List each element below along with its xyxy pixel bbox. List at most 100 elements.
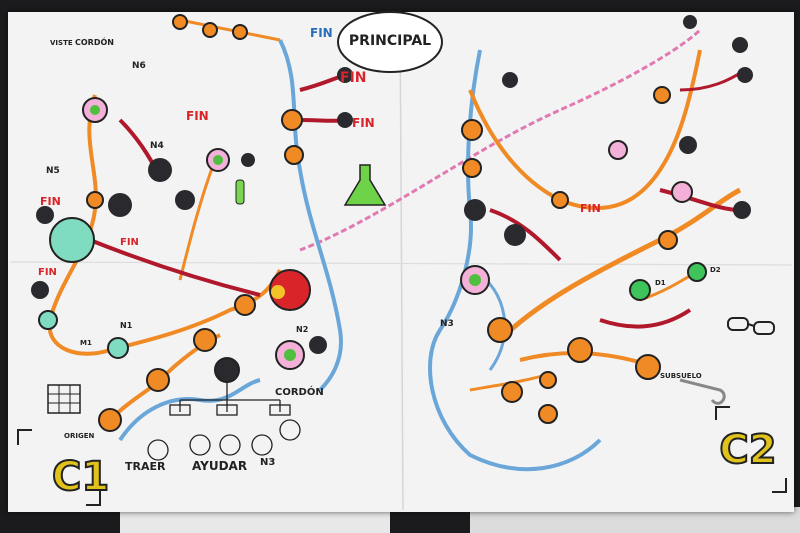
x-node <box>309 336 327 354</box>
red-route <box>679 68 746 92</box>
skull-node <box>31 281 49 299</box>
flask-icon <box>343 164 387 206</box>
d2-label: D2 <box>710 266 721 274</box>
n3-label: N3 <box>260 457 275 468</box>
fin-label: FIN <box>340 70 367 86</box>
question-node <box>284 145 304 165</box>
dark-nodes <box>31 15 753 383</box>
question-node <box>202 22 218 38</box>
pink-node <box>671 181 693 203</box>
pink-node <box>608 140 628 160</box>
question-node <box>461 119 483 141</box>
ayudar-label: AYUDAR <box>192 459 247 473</box>
red-route <box>89 238 261 297</box>
n2-label: N2 <box>296 325 308 334</box>
test-tube-icon <box>235 179 245 205</box>
question-node <box>462 158 482 178</box>
skull-node <box>337 112 353 128</box>
principal-bubble <box>337 11 443 73</box>
skull-node <box>683 15 697 29</box>
green-node-center <box>90 105 100 115</box>
green-node-center <box>213 155 223 165</box>
fin-label: FIN <box>186 109 209 123</box>
question-node <box>98 408 122 432</box>
question-node <box>551 191 569 209</box>
orange-route <box>178 159 217 281</box>
traer-label: TRAER <box>125 460 166 473</box>
question-node <box>146 368 170 392</box>
start-node <box>269 269 311 311</box>
fin-label: FIN <box>40 195 61 208</box>
green-node <box>629 279 651 301</box>
question-node <box>86 191 104 209</box>
corner-bracket <box>715 406 730 420</box>
fold-line <box>399 13 404 511</box>
question-node <box>538 404 558 424</box>
question-node <box>487 317 513 343</box>
question-nodes <box>86 14 678 432</box>
n5-label: N5 <box>46 166 60 176</box>
fin-label: FIN <box>310 26 333 40</box>
skull-node <box>502 72 518 88</box>
question-node <box>234 294 256 316</box>
n6-label: N6 <box>132 61 146 71</box>
origen-label: ORIGEN <box>64 432 94 440</box>
corner-bracket <box>772 478 787 493</box>
skull-node <box>241 153 255 167</box>
check-node <box>214 357 240 383</box>
fin-labels: FIN FIN FIN FIN FIN FIN FIN FIN <box>38 26 601 278</box>
n3-right-label: N3 <box>440 319 454 329</box>
skull-node <box>36 206 54 224</box>
question-node <box>567 337 593 363</box>
cordon-top-label: CORDÓN <box>75 36 114 47</box>
red-route <box>489 208 562 262</box>
n1-label: N1 <box>120 321 133 330</box>
fold-line <box>9 261 793 266</box>
fin-label: FIN <box>120 237 139 248</box>
corner-bracket <box>86 490 101 506</box>
n4-label: N4 <box>150 141 164 151</box>
question-node <box>232 24 248 40</box>
viste-label: VISTE <box>50 39 73 47</box>
skull-node <box>732 37 748 53</box>
green-node-center <box>284 349 296 361</box>
cordon-label: CORDÓN <box>275 385 324 398</box>
corner-bracket <box>17 429 32 445</box>
orange-route <box>47 94 282 356</box>
skull-node <box>175 190 195 210</box>
skull-node <box>733 201 751 219</box>
red-route <box>599 308 692 329</box>
question-node <box>658 230 678 250</box>
green-node-center <box>469 274 481 286</box>
tree-diagram <box>147 383 301 461</box>
hook-path <box>679 378 726 405</box>
glasses-icon <box>727 317 775 335</box>
orange-route <box>179 18 281 42</box>
teal-node <box>107 337 129 359</box>
green-nodes <box>38 97 707 370</box>
question-node <box>281 109 303 131</box>
question-node <box>539 371 557 389</box>
teal-hub-node <box>49 217 95 263</box>
skull-node <box>148 158 172 182</box>
key-icon <box>271 285 285 299</box>
pink-route <box>299 28 702 252</box>
fin-label: FIN <box>580 202 601 215</box>
fin-label: FIN <box>352 116 375 130</box>
green-node <box>687 262 707 282</box>
skull-node <box>337 67 353 83</box>
blue-route <box>278 39 343 392</box>
skull-node <box>737 67 753 83</box>
subsuelo-label: SUBSUELO <box>660 372 702 380</box>
blue-route <box>428 49 602 472</box>
question-node <box>172 14 188 30</box>
question-node <box>501 381 523 403</box>
d1-label: D1 <box>655 279 666 287</box>
c2-label: C2 <box>719 427 776 473</box>
check-node <box>464 199 486 221</box>
check-node <box>679 136 697 154</box>
teal-node <box>38 310 58 330</box>
x-node <box>504 224 526 246</box>
